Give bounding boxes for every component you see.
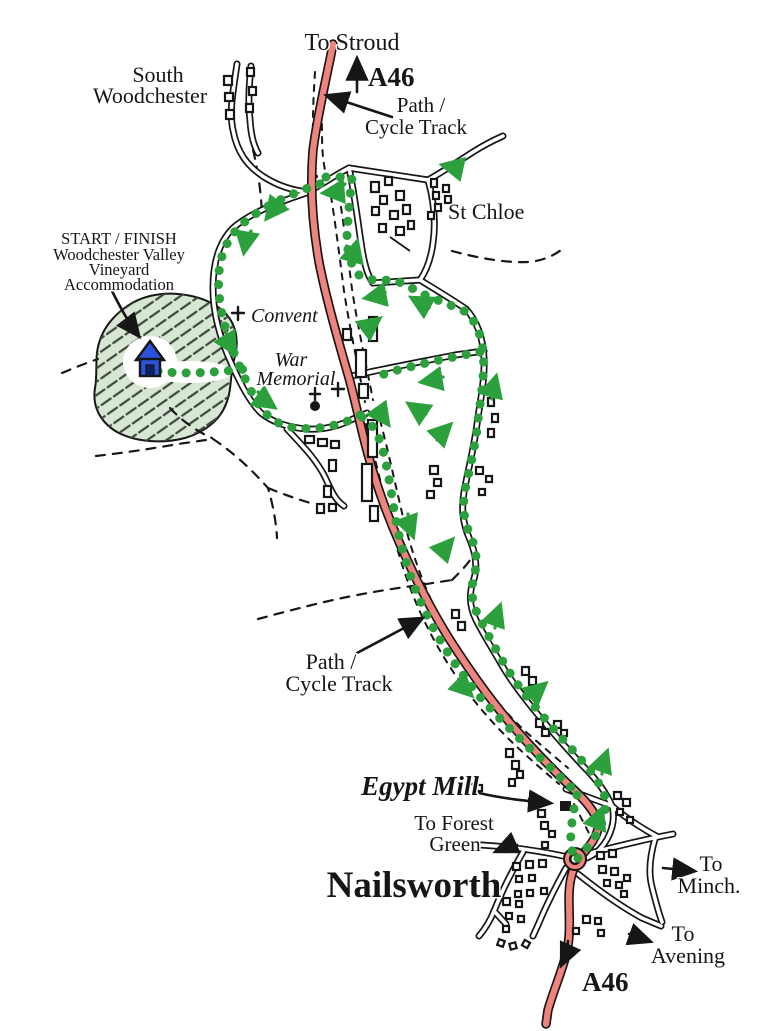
church-cross-icon (330, 381, 346, 398)
label-south-woodchester-2: Woodchester (93, 83, 208, 108)
label-war-memorial-2: Memorial (256, 368, 336, 390)
war-memorial-icon (308, 386, 322, 411)
walking-route-dots (153, 172, 610, 864)
roads (209, 60, 677, 940)
start-finish-pointer (110, 289, 142, 340)
avening-arrow (625, 923, 654, 946)
pointer-arrows (110, 54, 699, 969)
label-forest-green-2: Green (429, 832, 481, 856)
label-start-finish-2: Woodchester Valley (53, 245, 185, 264)
label-st-chloe: St Chloe (448, 199, 524, 224)
start-house-icon (133, 338, 167, 378)
label-path-cycle-mid-2: Cycle Track (286, 671, 393, 696)
label-start-finish-1: START / FINISH (61, 229, 177, 248)
forest-green-arrow (492, 831, 521, 854)
egypt-mill-building (560, 801, 571, 811)
a46-road (306, 39, 603, 1029)
label-forest-green-1: To Forest (414, 811, 494, 835)
convent-cross-icon (230, 305, 246, 322)
label-egypt-mill: Egypt Mill (360, 771, 479, 801)
label-path-cycle-top-1: Path / (397, 93, 446, 117)
map-labels: To Stroud A46 Path / Cycle Track South W… (52, 29, 742, 999)
minch-arrow (661, 857, 699, 881)
egypt-mill-pointer (477, 789, 555, 813)
label-start-finish-3: Vineyard (89, 260, 150, 279)
path-cycle-top-pointer (323, 91, 394, 119)
label-nailsworth: Nailsworth (327, 865, 502, 906)
path-cycle-mid-pointer (355, 616, 426, 655)
label-path-cycle-mid-1: Path / (306, 649, 358, 674)
route-direction-arrows (213, 157, 612, 834)
label-war-memorial-1: War (275, 349, 308, 371)
label-south-woodchester-1: South (132, 62, 183, 87)
label-convent: Convent (251, 305, 318, 327)
label-avening-1: To (672, 921, 695, 946)
label-to-stroud: To Stroud (305, 30, 400, 56)
label-path-cycle-top-2: Cycle Track (365, 115, 468, 139)
a46-south-arrow (559, 939, 582, 969)
label-start-finish-4: Accommodation (64, 275, 174, 294)
buildings (222, 66, 635, 952)
label-a46-bottom: A46 (582, 967, 629, 997)
label-minch-1: To (700, 851, 723, 876)
label-a46-top: A46 (368, 62, 415, 92)
label-minch-2: Minch. (678, 873, 741, 898)
label-avening-2: Avening (651, 943, 725, 968)
